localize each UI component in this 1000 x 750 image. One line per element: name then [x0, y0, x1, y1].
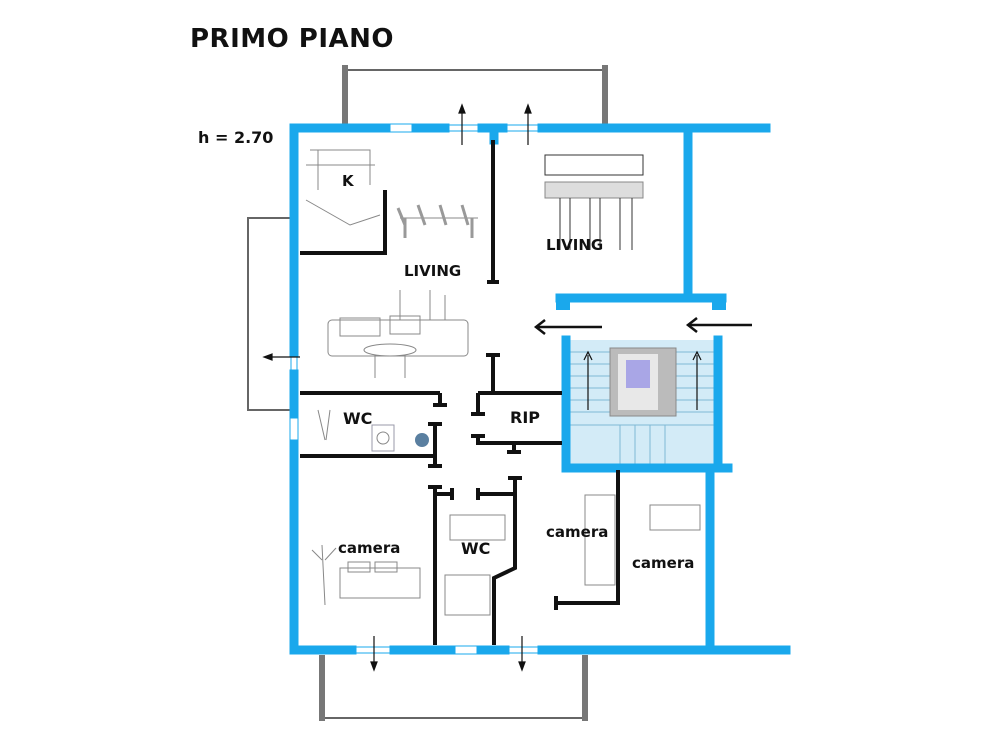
stairwell-elevator — [566, 340, 718, 468]
balcony-bottom — [319, 655, 588, 721]
bar-counter-sketch — [544, 154, 644, 250]
plan-title: PRIMO PIANO — [190, 24, 394, 54]
room-label-bedroom-left: camera — [338, 539, 400, 557]
room-label-wc-bottom: WC — [461, 539, 490, 558]
room-label-landing: RIP — [510, 408, 540, 427]
room-label-wc-top: WC — [343, 409, 372, 428]
dining-table-sketch — [396, 204, 478, 238]
balcony-left — [247, 217, 290, 411]
opening-arrows — [262, 103, 532, 672]
balcony-top — [342, 65, 608, 125]
exterior-walls — [289, 123, 791, 655]
ceiling-height-label: h = 2.70 — [198, 128, 274, 147]
room-label-bedroom-right: camera — [632, 554, 694, 572]
bedroom-sketches — [311, 494, 701, 616]
interior-walls — [300, 140, 620, 645]
wc-top-sketch — [317, 409, 429, 452]
entry-arrows — [533, 317, 752, 335]
sofa-sketch — [327, 290, 469, 378]
kitchen-sketch — [305, 149, 381, 226]
room-label-bedroom-middle: camera — [546, 523, 608, 541]
room-label-living-main: LIVING — [404, 262, 461, 280]
room-label-kitchen: K — [342, 172, 355, 190]
room-label-living-secondary: LIVING — [546, 236, 603, 254]
